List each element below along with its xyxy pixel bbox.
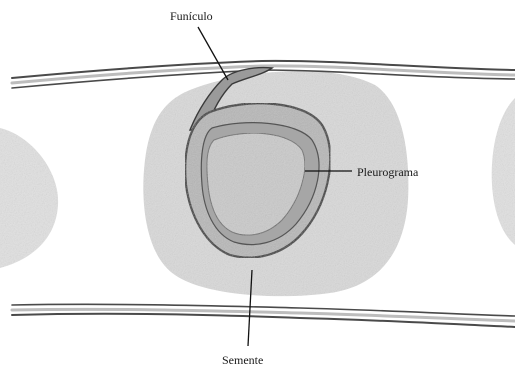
right-neighbor-shade xyxy=(492,98,515,245)
label-funiculo: Funículo xyxy=(170,9,213,23)
left-neighbor-shade xyxy=(0,128,58,268)
label-pleurograma: Pleurograma xyxy=(357,165,418,179)
label-semente: Semente xyxy=(222,353,263,367)
pod-wall-bottom xyxy=(12,304,515,327)
